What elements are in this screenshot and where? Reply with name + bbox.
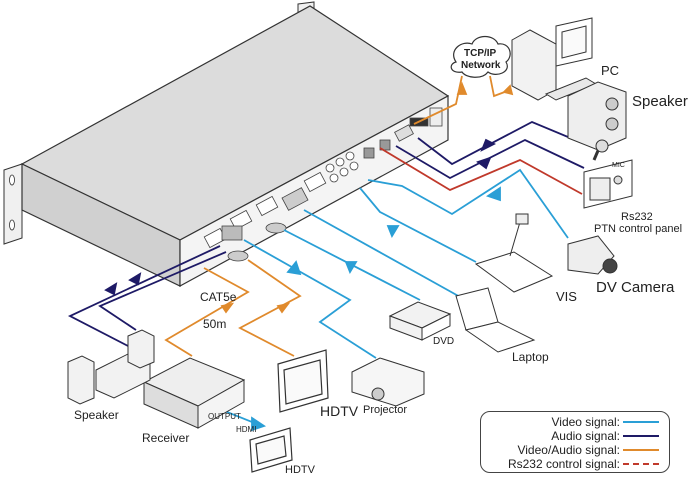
vis-device (474, 213, 554, 293)
rs232-cables (379, 147, 583, 195)
audio-cable-speaker-bottom-a (67, 245, 221, 347)
video-audio-cables (164, 75, 514, 357)
microphone-device (592, 139, 609, 161)
receiver-label: Receiver (142, 431, 190, 445)
pc-screen (561, 25, 587, 59)
laptop-label: Laptop (512, 350, 549, 364)
legend-swatch-video-audio (623, 449, 659, 451)
hdtv-receiver-device (249, 427, 293, 473)
matrix-switcher-chassis (3, 1, 450, 288)
video-cables (221, 168, 569, 432)
legend-item-video: Video signal: (551, 415, 659, 429)
video-cable-laptop (303, 209, 463, 299)
legend-swatch-audio (623, 435, 659, 437)
control-panel-device (583, 159, 633, 209)
audio-cables (67, 121, 585, 347)
hdtv-main-device (277, 349, 329, 413)
arrow-icon (476, 156, 492, 170)
pc-tower (511, 29, 557, 101)
va-cable-hdtv (238, 259, 302, 357)
va-cable-receiver (164, 267, 250, 357)
rack-ear-left (3, 163, 23, 245)
control-panel-label-line1: Rs232 (621, 211, 653, 223)
arrow-icon (502, 84, 514, 96)
vis-label: VIS (556, 289, 577, 304)
network-label-line1: TCP/IP (464, 48, 497, 59)
hdtv-receiver-label: HDTV (285, 464, 315, 476)
dv-camera-device (567, 235, 618, 275)
cable-type-label: CAT5e (200, 290, 237, 304)
dvd-device (388, 301, 452, 341)
legend-label: Rs232 control signal: (507, 457, 620, 471)
receiver-device (142, 357, 246, 429)
arrow-icon (251, 416, 267, 432)
arrow-icon (480, 138, 497, 152)
mic-label: MIC (612, 162, 625, 169)
legend-label: Audio signal: (551, 429, 620, 443)
audio-cable-speaker-bottom-b (98, 251, 227, 331)
legend-item-audio: Audio signal: (551, 429, 659, 443)
legend-item-rs232: Rs232 control signal: (508, 457, 659, 471)
legend-swatch-rs232 (623, 463, 659, 465)
legend-swatch-video (623, 421, 659, 423)
arrow-icon (344, 261, 358, 275)
legend-item-video-audio: Video/Audio signal: (517, 443, 659, 457)
pc-label: PC (601, 63, 620, 78)
arrow-icon (286, 260, 302, 276)
speaker-top-label: Speaker (632, 93, 688, 110)
arrow-icon (220, 302, 235, 314)
laptop-device (455, 287, 536, 353)
video-cable-dv-camera (367, 168, 569, 239)
arrow-icon (456, 81, 468, 95)
network-cloud (450, 35, 511, 78)
projector-label: Projector (363, 404, 408, 416)
legend-label: Video/Audio signal: (517, 443, 620, 457)
speaker-top-device (567, 81, 627, 151)
pc-device (511, 17, 598, 101)
network-label-line2: Network (461, 60, 501, 71)
arrow-icon (128, 272, 142, 286)
hdmi-label: HDMI (236, 425, 257, 434)
receiver-output-label: OUTPUT (208, 412, 241, 421)
rack-ear-hole (9, 174, 15, 186)
arrow-icon (276, 302, 291, 314)
rack-ear-hole (9, 219, 15, 231)
video-cable-vis (359, 187, 477, 263)
speaker-bottom-label: Speaker (74, 408, 119, 422)
signal-legend: Video signal: Audio signal: Video/Audio … (480, 411, 670, 473)
va-cable-network (413, 75, 463, 125)
hdtv-main-label: HDTV (320, 403, 359, 419)
cable-length-label: 50m (203, 317, 227, 331)
rs232-cable-control-panel (379, 147, 583, 195)
control-panel-label-line2: PTN control panel (594, 223, 683, 235)
arrow-icon (104, 282, 118, 296)
arrow-icon (386, 225, 400, 239)
projector-device (351, 357, 425, 407)
dvd-label: DVD (433, 336, 455, 347)
connector-row (203, 107, 443, 262)
speaker-bottom-device (67, 329, 155, 405)
legend-label: Video signal: (551, 415, 621, 429)
dv-camera-label: DV Camera (596, 279, 675, 296)
arrow-icon (485, 186, 501, 202)
